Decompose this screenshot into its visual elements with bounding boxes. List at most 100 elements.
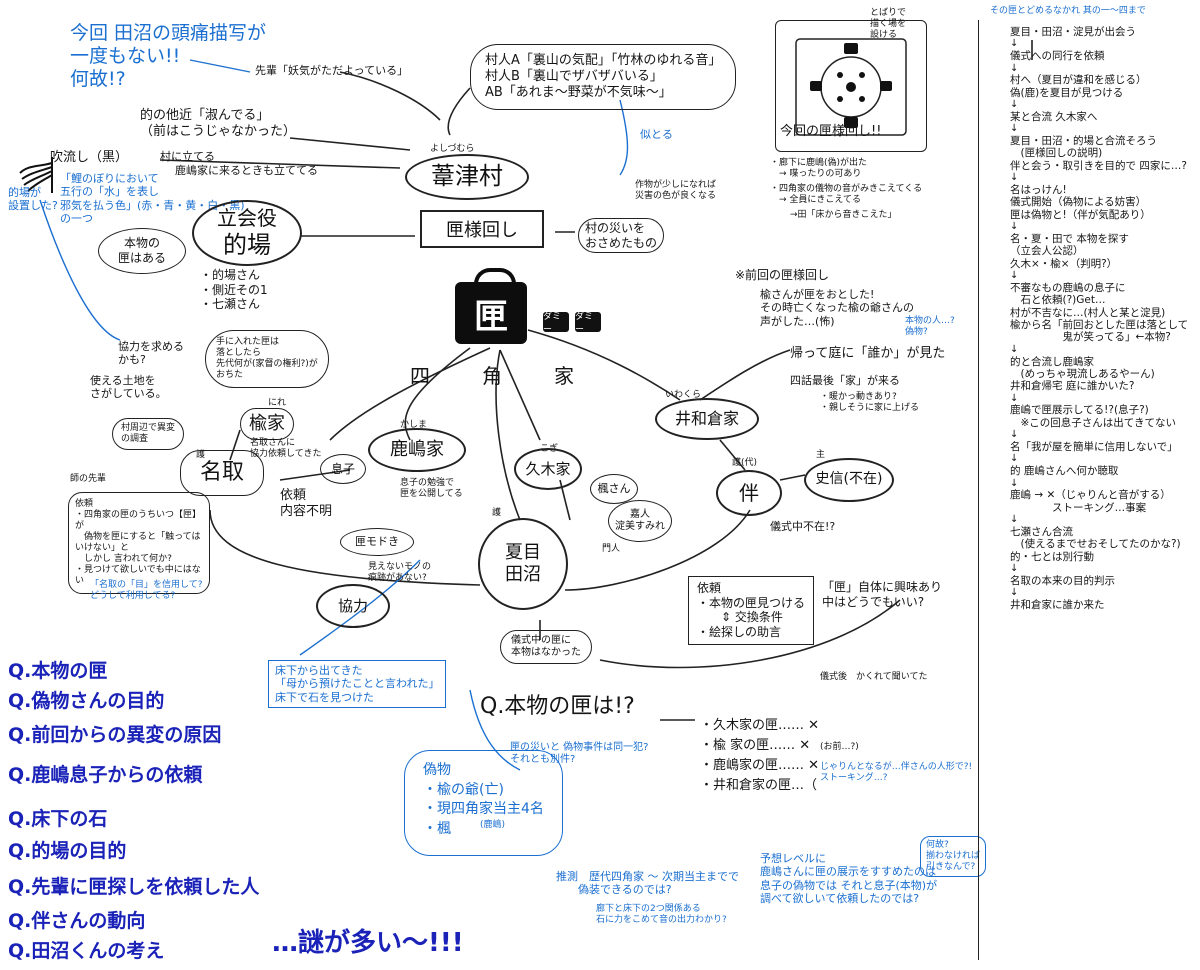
- timeline-arrow-icon: ↓: [1010, 392, 1019, 404]
- saiyaku-node: 村の災いを おさめたもの: [578, 218, 665, 254]
- question-6: Q.的場の目的: [8, 840, 127, 862]
- timeline-arrow-icon: ↓: [1010, 562, 1019, 574]
- banner-hakosama: 匣様回し: [420, 210, 544, 248]
- answers-note2: じゃりんとなるが…伴さんの人形で?! ストーキング…?: [820, 762, 973, 783]
- senpai-quote: 先輩「妖気がただよっている」: [255, 64, 409, 77]
- timeline-item: （立会人公認）: [1010, 245, 1084, 258]
- timeline-arrow-icon: ↓: [1010, 221, 1019, 233]
- ritual-item-3: →田「床から音きこえた」: [790, 210, 897, 220]
- gishiki-note: 儀式中の匣に 本物はなかった: [500, 630, 592, 665]
- timeline-arrow-icon: ↓: [1010, 587, 1019, 599]
- timeline-item: 的と合流し鹿嶋家: [1010, 355, 1094, 368]
- gift-bow-icon: [474, 268, 516, 290]
- hako-jitai-note: 「匣」自体に興味あり 中はどうでもいい?: [822, 580, 943, 609]
- dummy-box-1: ダミー: [543, 312, 569, 335]
- ban-node: 伴: [716, 470, 782, 516]
- question-4: Q.鹿嶋息子からの依頼: [8, 764, 203, 786]
- timeline-item: 儀式開始（偽物による妨害）: [1010, 196, 1147, 209]
- line-villagers-village: [447, 87, 471, 136]
- line-senpai-village: [339, 71, 441, 121]
- musuko-node: 息子: [320, 454, 366, 484]
- timeline-item: 村が不吉なに…(村人と某と淀見): [1010, 306, 1166, 319]
- timeline-item: 鬼が笑ってる」←本物?: [1010, 331, 1171, 344]
- timeline-header: その匣とどめるなかれ 其の一〜四まで: [990, 6, 1146, 16]
- question-3: Q.前回からの異変の原因: [8, 724, 222, 746]
- timeline-list: 夏目・田沼・淀見が出会う↓儀式への同行を依頼↓村へ（夏目が違和を感じる）偽(鹿)…: [1010, 26, 1198, 611]
- timeline-item: 鹿嶋で匣展示してる!?(息子?): [1010, 404, 1149, 417]
- fuki-note1: 村に立てる: [160, 150, 215, 163]
- natori-node: 名取: [180, 450, 264, 496]
- suisoku1-note: 廊下と床下の2つ関係ある 石に力をこめて音の出力わかり?: [596, 904, 727, 925]
- natsume-ruby: 護: [492, 508, 502, 518]
- ritual-top-note: とばりで 描く場を 設ける: [870, 8, 907, 40]
- yu-node: 楡家: [240, 408, 294, 440]
- tachiai-node: 立会役 的場: [192, 200, 302, 266]
- suisoku2-q: 何故? 揃わなければ 引きなんで?: [920, 836, 987, 877]
- timeline-item: 井和倉帰宅 庭に誰かいた?: [1010, 380, 1135, 393]
- timeline-item: 的 鹿嶋さんへ何か聴取: [1010, 465, 1119, 478]
- kyouryoku-note: 協力を求める かも?: [118, 340, 184, 367]
- matoba-note: 手に入れた匣は 落としたら 先代何が(家督の権利?)が おちた: [205, 330, 329, 388]
- timeline-item: 儀式への同行を依頼: [1010, 50, 1105, 63]
- timeline-arrow-icon: ↓: [1010, 343, 1019, 355]
- ban-note: 儀式中不在!?: [770, 520, 836, 533]
- line-kyaku-village: [289, 137, 411, 151]
- timeline-arrow-icon: ↓: [1010, 429, 1019, 441]
- timeline-item: 村へ（夏目が違和を感じる）: [1010, 74, 1147, 87]
- question-9: Q.田沼くんの考え: [8, 940, 165, 962]
- question-1: Q.本物の匣: [8, 660, 108, 682]
- timeline-item: 名・夏・田で 本物を探す: [1010, 232, 1129, 245]
- iwakura-node: 井和倉家: [655, 398, 759, 440]
- timeline-item: (使えるまでせおそしてたのかな?): [1010, 538, 1181, 551]
- villagers-quote: 村人A「裏山の気配」「竹林のゆれる音」 村人B「裏山でザバザバいる」 AB「あれ…: [470, 44, 737, 110]
- suisoku2: 予想レベルに 鹿嶋さんに匣の展示をすすめたのは 息子の偽物では それと息子(本物…: [760, 852, 938, 906]
- shikin-node: 史信(不在): [804, 458, 894, 502]
- village-node: 葦津村: [405, 154, 529, 200]
- prev-title: ※前回の匣様回し: [735, 268, 830, 282]
- fuki-note2: 鹿嶋家に来るときも立ててる: [175, 164, 318, 177]
- suisoku1: 推測 歴代四角家 〜 次期当主までで 偽装できるのでは?: [556, 870, 739, 897]
- question-2: Q.偽物さんの目的: [8, 690, 165, 712]
- answers-note: (お前…?): [820, 742, 859, 752]
- natori-senpai: 師の先輩: [70, 474, 107, 484]
- timeline-arrow-icon: ↓: [1010, 270, 1019, 282]
- fukinagashi-label: 吹流し（黒）: [50, 150, 129, 165]
- dummy-box-2: ダミー: [575, 312, 601, 335]
- line-ban-shikin: [779, 474, 806, 481]
- modoki-note: 見えないモノの 痕跡があない?: [368, 562, 432, 583]
- timeline-arrow-icon: ↓: [1010, 62, 1019, 74]
- question-7: Q.先輩に匣探しを依頼した人: [8, 876, 260, 898]
- timeline-arrow-icon: ↓: [1010, 172, 1019, 184]
- kyaku-note: 的の他近「淑んでる」 （前はこうじゃなかった）: [140, 108, 297, 139]
- kyuki-node: 久木家: [514, 448, 582, 490]
- natori-ruby: 護: [196, 450, 206, 460]
- timeline-item: (匣様回しの説明): [1010, 147, 1103, 160]
- timeline-arrow-icon: ↓: [1010, 514, 1019, 526]
- tachiai-role: 立会役: [217, 206, 277, 231]
- ritual-item-1: ・廊下に鹿嶋(偽)が出た → 喋ったりの可あり: [770, 158, 868, 179]
- fuki-blue-note: 「鯉のぼりにおいて 五行の「水」を表し 邪気を払う色」(赤・青・黄・白・黒) の…: [60, 172, 245, 226]
- shikaku-kid-node: 嘉人 淀美すみれ: [608, 500, 672, 542]
- village-ruby: よしづむら: [430, 144, 475, 154]
- yu-sub: 名取さんに 協力依頼してきた: [250, 438, 322, 459]
- timeline-item: 名「我が屋を簡単に信用しないで」: [1010, 440, 1178, 453]
- timeline-item: 某と合流 久木家へ: [1010, 110, 1098, 123]
- fuki-question: 的場が 設置した?: [8, 186, 58, 213]
- timeline-arrow-icon: ↓: [1010, 123, 1019, 135]
- question-5: Q.床下の石: [8, 808, 108, 830]
- timeline-item: 不審なもの鹿嶋の息子に: [1010, 281, 1126, 294]
- kaette-sub: 四話最後「家」が来る: [790, 374, 900, 387]
- gishiki-go-note: 儀式後 かくれて聞いてた: [820, 672, 928, 682]
- column-divider: [978, 20, 979, 960]
- nisemono-side: (鹿嶋): [480, 820, 506, 830]
- shikaku-label: 四 角 家: [410, 364, 590, 388]
- nisemono-box: 偽物 ・楡の爺(亡) ・現四角家当主4名 ・楓: [404, 750, 563, 857]
- timeline-arrow-icon: ↓: [1010, 477, 1019, 489]
- timeline-item: 名取の本来の目的判示: [1010, 574, 1115, 587]
- monjin-note: 門人: [602, 544, 621, 554]
- fuku-node: 楓さん: [590, 474, 638, 504]
- shikajima-note: 息子の勉強で 匣を公開してる: [400, 478, 463, 499]
- answers-list: ・久木家の匣…… ✕ ・楡 家の匣…… ✕ ・鹿嶋家の匣…… ✕ ・井和倉家の匣…: [700, 718, 820, 794]
- nite-note: 似とる: [640, 128, 673, 141]
- timeline-item: ※この回息子さんは出てきてない: [1010, 416, 1176, 429]
